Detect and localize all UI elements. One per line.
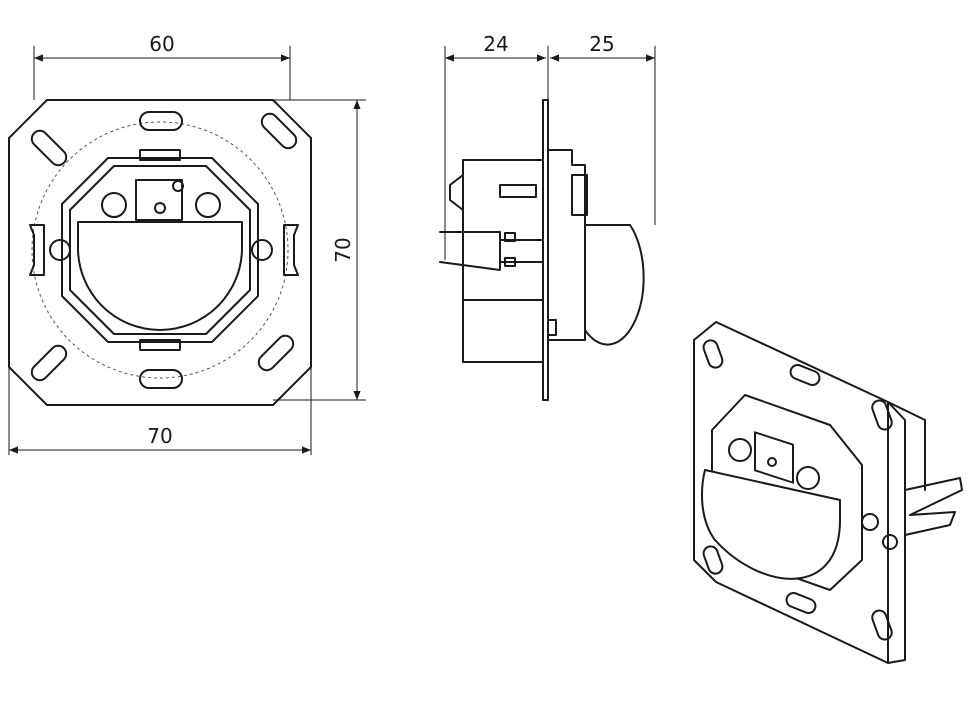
side-front-body — [547, 149, 586, 341]
side-dimensions: 24 25 — [444, 32, 656, 260]
sensor-lens — [77, 221, 243, 331]
isometric-view — [693, 321, 963, 664]
mounting-plate — [8, 99, 312, 406]
front-dimensions: 60 70 70 — [8, 32, 366, 455]
iso-connector — [754, 431, 794, 484]
side-view — [439, 99, 645, 401]
housing — [61, 157, 259, 343]
right-knob — [195, 192, 221, 218]
iso-housing — [711, 394, 863, 591]
side-lens-dome — [584, 224, 645, 346]
left-knob — [101, 192, 127, 218]
dim-front-height: 70 — [331, 237, 355, 262]
mounting-circle — [31, 121, 289, 379]
side-claws — [29, 224, 299, 276]
iso-lens — [701, 469, 841, 580]
dim-front-width: 60 — [149, 32, 174, 56]
iso-clamp — [904, 477, 963, 536]
side-clamp — [439, 231, 501, 271]
connector-block — [135, 179, 183, 221]
dim-front-outer-width: 70 — [147, 424, 172, 448]
mounting-slots — [30, 111, 298, 389]
dim-side-front: 25 — [589, 32, 614, 56]
iso-slots — [702, 339, 893, 641]
side-rear-body — [462, 159, 544, 363]
dim-side-back: 24 — [483, 32, 508, 56]
front-view — [8, 99, 312, 406]
